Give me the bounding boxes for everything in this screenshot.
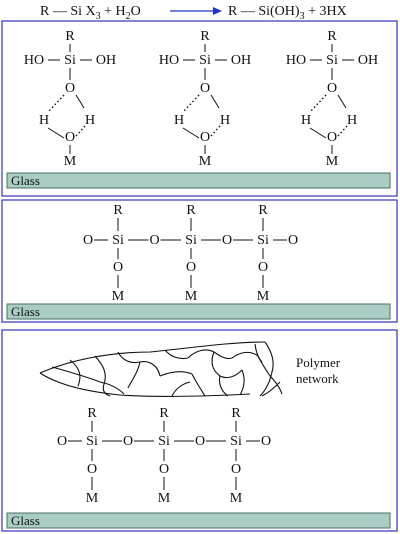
r-group-label: R: [113, 203, 123, 218]
r-group-label: R: [258, 203, 268, 218]
equation-reactant: R — Si X3 + H2O: [40, 4, 141, 22]
terminal-oxygen-left: O: [57, 434, 67, 449]
reaction-arrow: [170, 7, 222, 15]
metal-atom: M: [257, 289, 270, 304]
hydrogen-right: H: [347, 113, 357, 128]
terminal-oxygen-left: O: [83, 233, 93, 248]
h-o-left-bond: [182, 127, 200, 139]
reaction-equation: R — Si X3 + H2O R — Si(OH)3 + 3HX: [40, 4, 347, 22]
panel-1-frame: [1, 20, 398, 197]
silanol-oxygen: O: [327, 81, 337, 96]
r-group-label: R: [327, 29, 337, 44]
metal-atom: M: [230, 491, 243, 506]
silanol-oxygen: O: [65, 81, 75, 96]
o-h-right-bond: [75, 94, 85, 109]
metal-atom: M: [326, 154, 339, 169]
glass-substrate-1: Glass: [6, 172, 391, 189]
svg-text:Glass: Glass: [11, 513, 40, 528]
bridging-oxygen-to-surface: O: [159, 462, 169, 477]
metal-atom: M: [86, 491, 99, 506]
hydroxyl-right-label: OH: [231, 53, 251, 68]
hydroxyl-right-label: OH: [358, 53, 378, 68]
terminal-oxygen-right: O: [261, 434, 271, 449]
r-group-label: R: [65, 29, 75, 44]
hydrogen-left: H: [39, 113, 49, 128]
r-group-label: R: [200, 29, 210, 44]
h-o-left-bond: [309, 127, 327, 139]
hydrogen-left: H: [301, 113, 311, 128]
svg-text:Polymer: Polymer: [296, 355, 341, 370]
o-h-right-bond: [210, 94, 220, 109]
bridging-oxygen-to-surface: O: [231, 462, 241, 477]
hydroxyl-right-label: OH: [96, 53, 116, 68]
hydroxyl-left-label: HO: [159, 53, 179, 68]
hydrogen-left: H: [174, 113, 184, 128]
metal-atom: M: [64, 154, 77, 169]
metal-atom: M: [158, 491, 171, 506]
glass-substrate-2: Glass: [6, 303, 391, 320]
r-group-label: R: [231, 406, 241, 421]
svg-text:Glass: Glass: [11, 304, 40, 319]
hydrogen-right: H: [85, 113, 95, 128]
r-group-label: R: [186, 203, 196, 218]
metal-atom: M: [185, 289, 198, 304]
bridging-oxygen-to-surface: O: [87, 462, 97, 477]
silicon-atom: Si: [185, 233, 197, 248]
svg-text:Glass: Glass: [11, 173, 40, 188]
silicon-atom: Si: [257, 233, 269, 248]
metal-atom: M: [112, 289, 125, 304]
silicon-atom: Si: [86, 434, 98, 449]
bridging-oxygen-to-surface: O: [113, 260, 123, 275]
silicon-atom: Si: [230, 434, 242, 449]
r-group-label: R: [159, 406, 169, 421]
equation-product: R — Si(OH)3 + 3HX: [228, 4, 347, 22]
polymer-network-label: Polymer network: [296, 355, 341, 386]
siloxane-oxygen: O: [195, 434, 205, 449]
glass-substrate-3: Glass: [6, 512, 391, 529]
siloxane-oxygen: O: [149, 233, 159, 248]
surface-oxygen: O: [327, 130, 337, 145]
hydrogen-right: H: [220, 113, 230, 128]
metal-atom: M: [199, 154, 212, 169]
o-h-right-bond: [337, 94, 347, 109]
silicon-atom: Si: [158, 434, 170, 449]
h-o-left-bond: [47, 127, 65, 139]
siloxane-oxygen: O: [222, 233, 232, 248]
r-group-label: R: [87, 406, 97, 421]
bridging-oxygen-to-surface: O: [258, 260, 268, 275]
silanol-oxygen: O: [200, 81, 210, 96]
terminal-oxygen-right: O: [288, 233, 298, 248]
polymer-network: [39, 341, 283, 398]
panel-2-frame: [1, 199, 398, 323]
svg-text:network: network: [296, 371, 339, 386]
surface-oxygen: O: [65, 130, 75, 145]
silicon-atom: Si: [199, 53, 211, 68]
hydroxyl-left-label: HO: [24, 53, 44, 68]
surface-oxygen: O: [200, 130, 210, 145]
silicon-atom: Si: [112, 233, 124, 248]
hydroxyl-left-label: HO: [286, 53, 306, 68]
siloxane-oxygen: O: [123, 434, 133, 449]
silicon-atom: Si: [326, 53, 338, 68]
silicon-atom: Si: [64, 53, 76, 68]
bridging-oxygen-to-surface: O: [186, 260, 196, 275]
